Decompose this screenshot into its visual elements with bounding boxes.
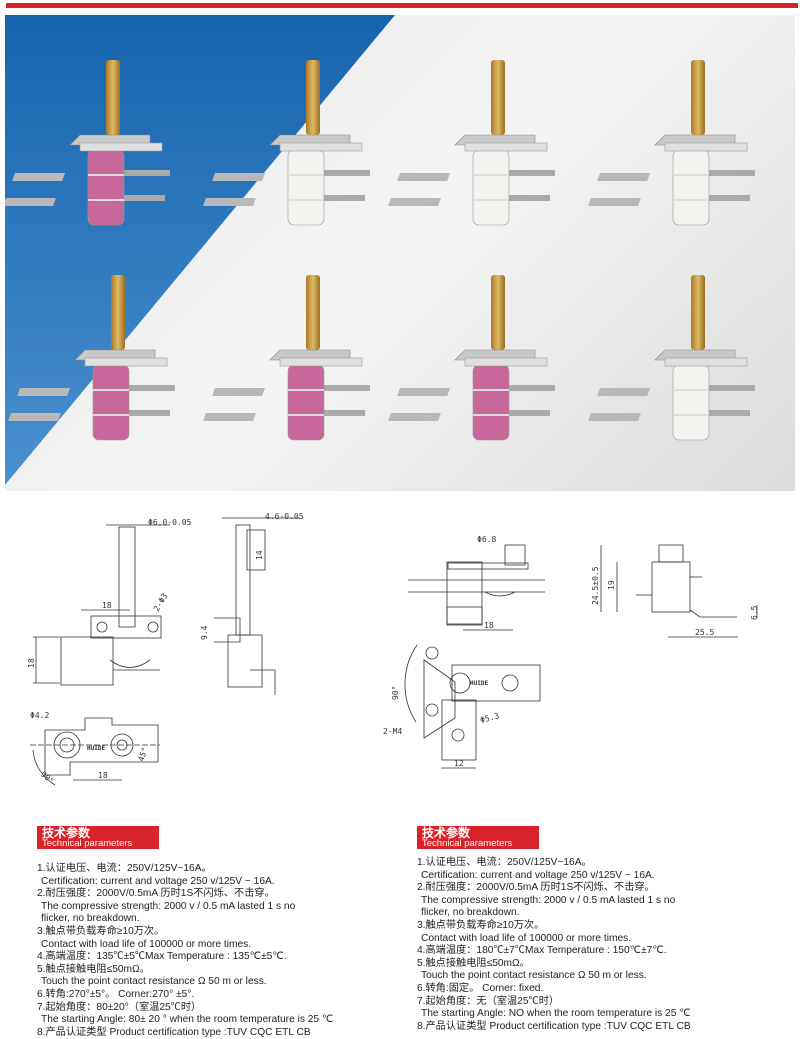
parameter-line: 6.转角:270°±5°。 Corner:270° ±5°. [37, 988, 195, 1000]
parameter-line: Certification: current and voltage 250 v… [421, 869, 655, 881]
thermostat-1 [5, 60, 170, 226]
section-header: 技术参数 Technical parameters [37, 826, 159, 849]
thermostat-6 [203, 275, 370, 441]
dim-shaft-diameter-right: Φ6.8 [477, 535, 496, 544]
section-header: 技术参数 Technical parameters [417, 826, 539, 849]
dim-total-height: 24.5±0.5 [591, 566, 600, 605]
thermostat-2 [203, 60, 370, 226]
parameter-line: 3.触点带负载寿命≥10万次。 [37, 925, 165, 937]
header-title-cn: 技术参数 [42, 826, 91, 840]
technical-parameters-right: 技术参数 Technical parameters 1.认证电压、电流：250V… [417, 826, 797, 1033]
top-accent-bar [6, 3, 798, 8]
parameter-line: 5.触点接触电阻≤50mΩ。 [37, 963, 150, 975]
left-bottom-view [30, 717, 160, 786]
parameter-line: 2.耐压强度：2000V/0.5mA 历时1S不闪烁、不击穿。 [417, 882, 655, 894]
parameter-line: Contact with load life of 100000 or more… [41, 938, 252, 950]
product-photo-panel [5, 15, 795, 491]
thermostat-8 [588, 275, 755, 441]
parameter-line: 3.触点带负载寿命≥10万次。 [417, 919, 545, 931]
parameter-list: 1.认证电压、电流：250V/125V~16A。Certification: c… [37, 863, 417, 1039]
parameter-line: Touch the point contact resistance Ω 50 … [421, 970, 647, 982]
dim-angle-45: 45° [136, 746, 149, 763]
parameter-line: The compressive strength: 2000 v / 0.5 m… [421, 894, 676, 906]
right-side-view [600, 544, 758, 638]
dim-bracket: 9.4 [200, 625, 209, 640]
dim-shaft-diameter: Φ6.0-0.05 [148, 518, 192, 527]
thermostat-7 [388, 275, 555, 441]
parameter-line: 4.高端温度：135℃±5℃Max Temperature : 135℃±5℃. [37, 951, 287, 963]
header-title-cn: 技术参数 [422, 826, 471, 840]
parameter-line: 4.高端温度：180℃±7℃Max Temperature : 150℃±7℃. [417, 945, 667, 957]
dim-hole: 2-Φ3 [152, 592, 170, 613]
dim-width-right: 12 [454, 759, 464, 768]
product-photos [5, 15, 755, 485]
parameter-line: Contact with load life of 100000 or more… [421, 932, 632, 944]
dim-hole-span: 18 [102, 601, 112, 610]
left-side-view [214, 517, 300, 695]
right-front-view [408, 544, 545, 631]
thermostat-4 [588, 60, 755, 226]
technical-parameters-left: 技术参数 Technical parameters 1.认证电压、电流：250V… [37, 826, 417, 1039]
dim-flat-length: 14 [255, 550, 264, 560]
dim-angle-right: 90° [391, 686, 400, 700]
parameter-line: The starting Angle: NO when the room tem… [421, 1008, 691, 1020]
dim-tab-length: 25.5 [695, 628, 714, 637]
parameter-line: 8.产品认证类型 Product certification type :TUV… [37, 1026, 311, 1038]
right-bottom-view [404, 644, 541, 769]
dim-span-right: 18 [484, 621, 494, 630]
parameter-line: The starting Angle: 80± 20 ° when the ro… [41, 1014, 334, 1026]
technical-drawings: Φ6.0-0.05 18 2-Φ3 18 4.6-0.05 14 9.4 Φ4.… [0, 500, 800, 800]
brand-marking: HUIDE [87, 745, 105, 752]
dim-screws: 2-M4 [383, 727, 402, 736]
dim-bottom-span: 18 [98, 771, 108, 780]
header-title-en: Technical parameters [42, 838, 133, 849]
thermostat-5 [8, 275, 175, 441]
parameter-line: Touch the point contact resistance Ω 50 … [41, 976, 267, 988]
parameter-line: Certification: current and voltage 250 v… [41, 875, 275, 887]
parameter-line: 1.认证电压、电流：250V/125V~16A。 [37, 863, 212, 874]
parameter-line: 1.认证电压、电流：250V/125V~16A。 [417, 857, 592, 868]
dim-body-height: 19 [607, 580, 616, 590]
parameter-line: 5.触点接触电阻≤50mΩ。 [417, 957, 530, 969]
dim-height: 18 [27, 658, 36, 668]
parameter-line: flicker, no breakdown. [421, 907, 520, 919]
thermostat-3 [388, 60, 555, 226]
dim-tab-height: 6.5 [750, 605, 759, 620]
dim-flat-width: 4.6-0.05 [265, 512, 304, 521]
header-title-en: Technical parameters [422, 838, 513, 849]
parameter-line: 6.转角:固定。 Corner: fixed. [417, 982, 544, 994]
parameter-line: The compressive strength: 2000 v / 0.5 m… [41, 900, 296, 912]
parameter-line: 7.起始角度：80±20°（室温25℃时） [37, 1001, 202, 1013]
dim-hole-diameter-right: Φ5.3 [479, 711, 500, 725]
parameter-line: 7.起始角度：无（室温25℃时） [417, 995, 560, 1007]
brand-marking-right: HUIDE [470, 680, 488, 687]
parameter-line: 2.耐压强度：2000V/0.5mA 历时1S不闪烁、不击穿。 [37, 888, 275, 900]
left-front-view [33, 524, 170, 686]
dim-hole-diameter: Φ4.2 [30, 711, 49, 720]
parameter-line: 8.产品认证类型 Product certification type :TUV… [417, 1020, 691, 1032]
parameter-line: flicker, no breakdown. [41, 913, 140, 925]
parameter-list: 1.认证电压、电流：250V/125V~16A。Certification: c… [417, 857, 797, 1033]
